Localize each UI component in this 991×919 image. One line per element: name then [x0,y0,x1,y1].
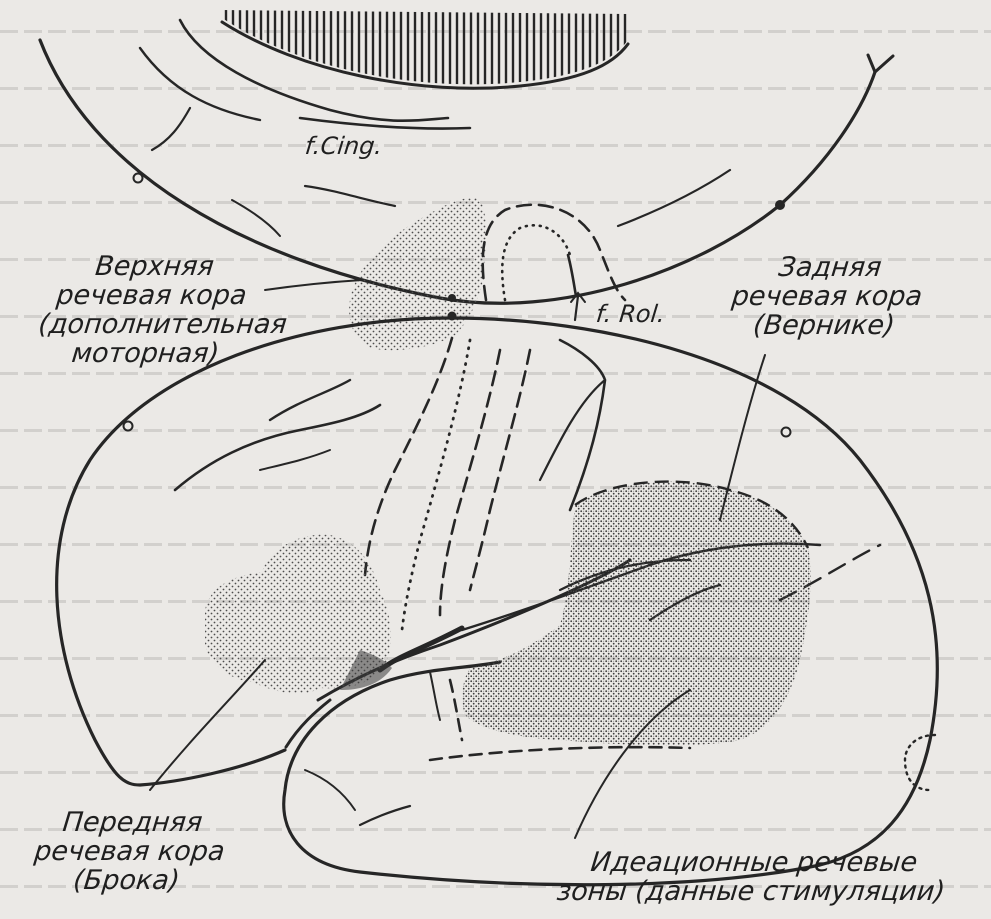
label-anterior-speech-cortex: Передняя речевая кора (Брока) [17,808,241,895]
label-ideational-speech-zones: Идеационные речевые зоны (данные стимуля… [527,848,978,906]
label-posterior-speech-cortex: Задняя речевая кора (Вернике) [707,253,946,340]
label-upper-speech-cortex: Верхняя речевая кора (дополнительная мот… [34,252,266,368]
rolandic-loop [483,205,625,300]
upper-speech-area [349,198,486,351]
label-f-cing: f.Cing. [303,132,383,161]
label-f-rol: f. Rol. [594,300,666,329]
